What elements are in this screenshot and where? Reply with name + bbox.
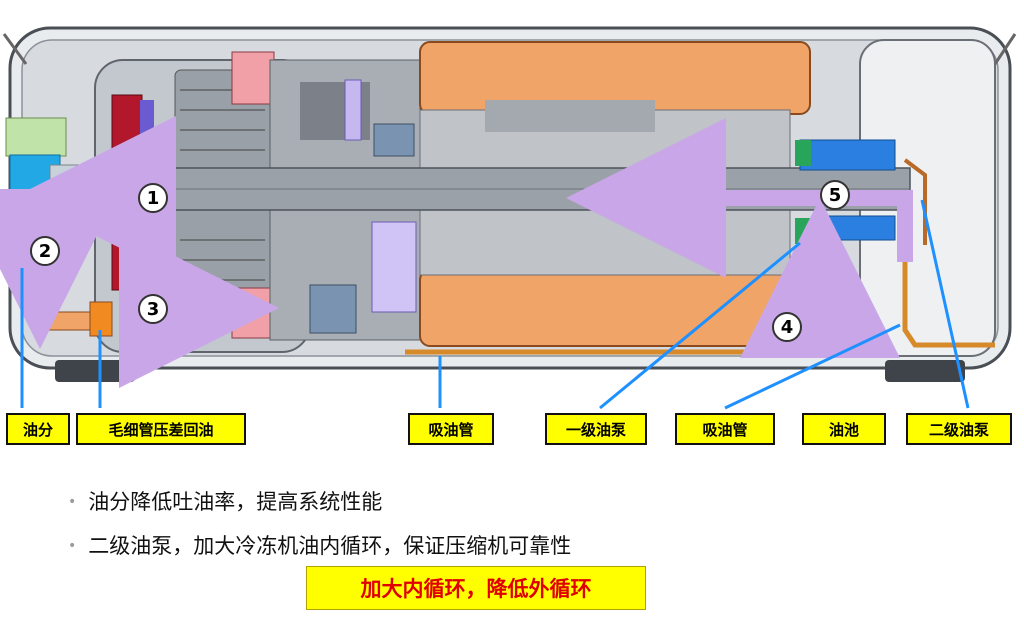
callout-capillary-return: 毛细管压差回油: [76, 413, 246, 445]
flow-marker-4: 4: [772, 312, 802, 342]
highlight-banner: 加大内循环，降低外循环: [306, 566, 646, 610]
flow-marker-5: 5: [820, 180, 850, 210]
bullet-item: • 油分降低吐油率，提高系统性能: [68, 486, 382, 516]
callout-pump-stage2: 二级油泵: [906, 413, 1012, 445]
bullet-text: 二级油泵，加大冷冻机油内循环，保证压缩机可靠性: [88, 534, 572, 558]
callout-oil-separator: 油分: [6, 413, 70, 445]
callout-suction-pipe-b: 吸油管: [675, 413, 775, 445]
flow-marker-2: 2: [30, 236, 60, 266]
bullet-item: • 二级油泵，加大冷冻机油内循环，保证压缩机可靠性: [68, 530, 571, 560]
callout-oil-sump: 油池: [802, 413, 886, 445]
callout-suction-pipe-a: 吸油管: [408, 413, 494, 445]
bullet-text: 油分降低吐油率，提高系统性能: [88, 490, 383, 514]
flow-marker-3: 3: [138, 294, 168, 324]
bullet-dot-icon: •: [68, 538, 77, 554]
flow-marker-1: 1: [138, 183, 168, 213]
bullet-dot-icon: •: [68, 494, 77, 510]
leader-lines: [20, 199, 970, 410]
callout-pump-stage1: 一级油泵: [545, 413, 647, 445]
